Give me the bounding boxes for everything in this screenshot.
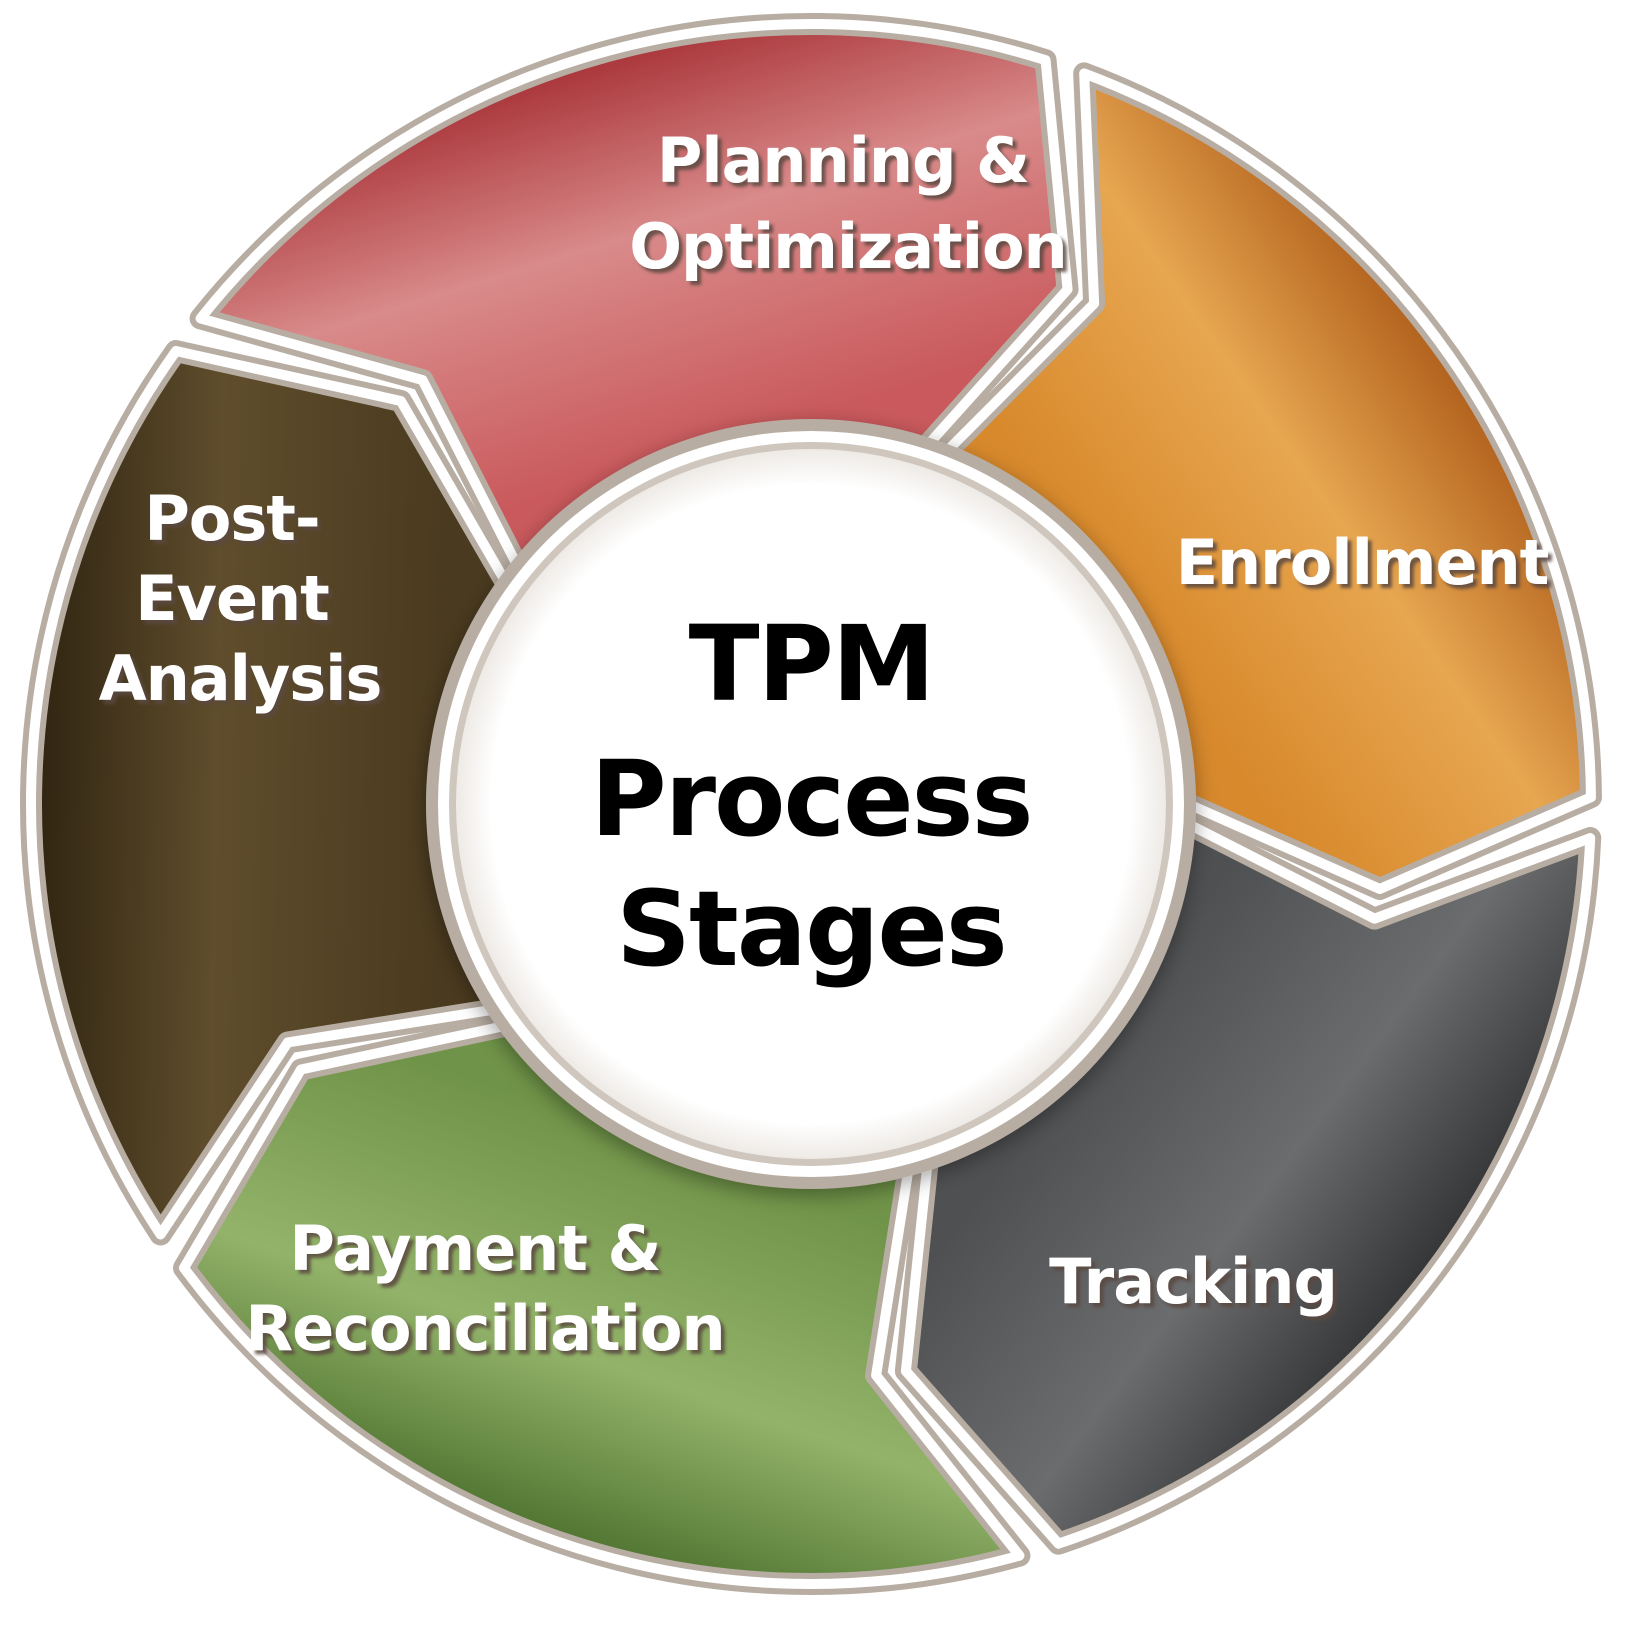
stage-labels: Planning & Optimization Enrollment Track… bbox=[99, 124, 1550, 1365]
stage-label-planning-line-2: Optimization bbox=[629, 210, 1066, 283]
stage-label-enrollment: Enrollment bbox=[1176, 526, 1550, 599]
center-title-line-1: TPM bbox=[689, 603, 934, 725]
stage-label-payment: Payment & Reconciliation bbox=[245, 1212, 725, 1365]
stage-label-payment-line-2: Reconciliation bbox=[245, 1292, 724, 1365]
stage-label-post-event-line-1: Post- bbox=[144, 482, 319, 555]
center-hub bbox=[426, 419, 1196, 1189]
center-title: TPM Process Stages bbox=[591, 603, 1034, 990]
center-disc bbox=[456, 449, 1166, 1159]
stage-label-enrollment-line-1: Enrollment bbox=[1176, 526, 1549, 599]
stage-label-planning: Planning & Optimization bbox=[629, 124, 1067, 283]
stage-label-post-event-line-3: Analysis bbox=[99, 642, 382, 715]
stage-label-post-event-line-2: Event bbox=[135, 562, 329, 635]
center-title-line-3: Stages bbox=[616, 868, 1006, 990]
center-title-line-2: Process bbox=[591, 738, 1032, 860]
stage-label-planning-line-1: Planning & bbox=[657, 124, 1029, 197]
stage-label-payment-line-1: Payment & bbox=[289, 1212, 660, 1285]
stage-segments bbox=[20, 13, 1602, 1595]
stage-label-post-event: Post- Event Analysis bbox=[99, 482, 383, 715]
stage-label-tracking: Tracking bbox=[1049, 1245, 1338, 1318]
stage-label-tracking-line-1: Tracking bbox=[1049, 1245, 1337, 1318]
